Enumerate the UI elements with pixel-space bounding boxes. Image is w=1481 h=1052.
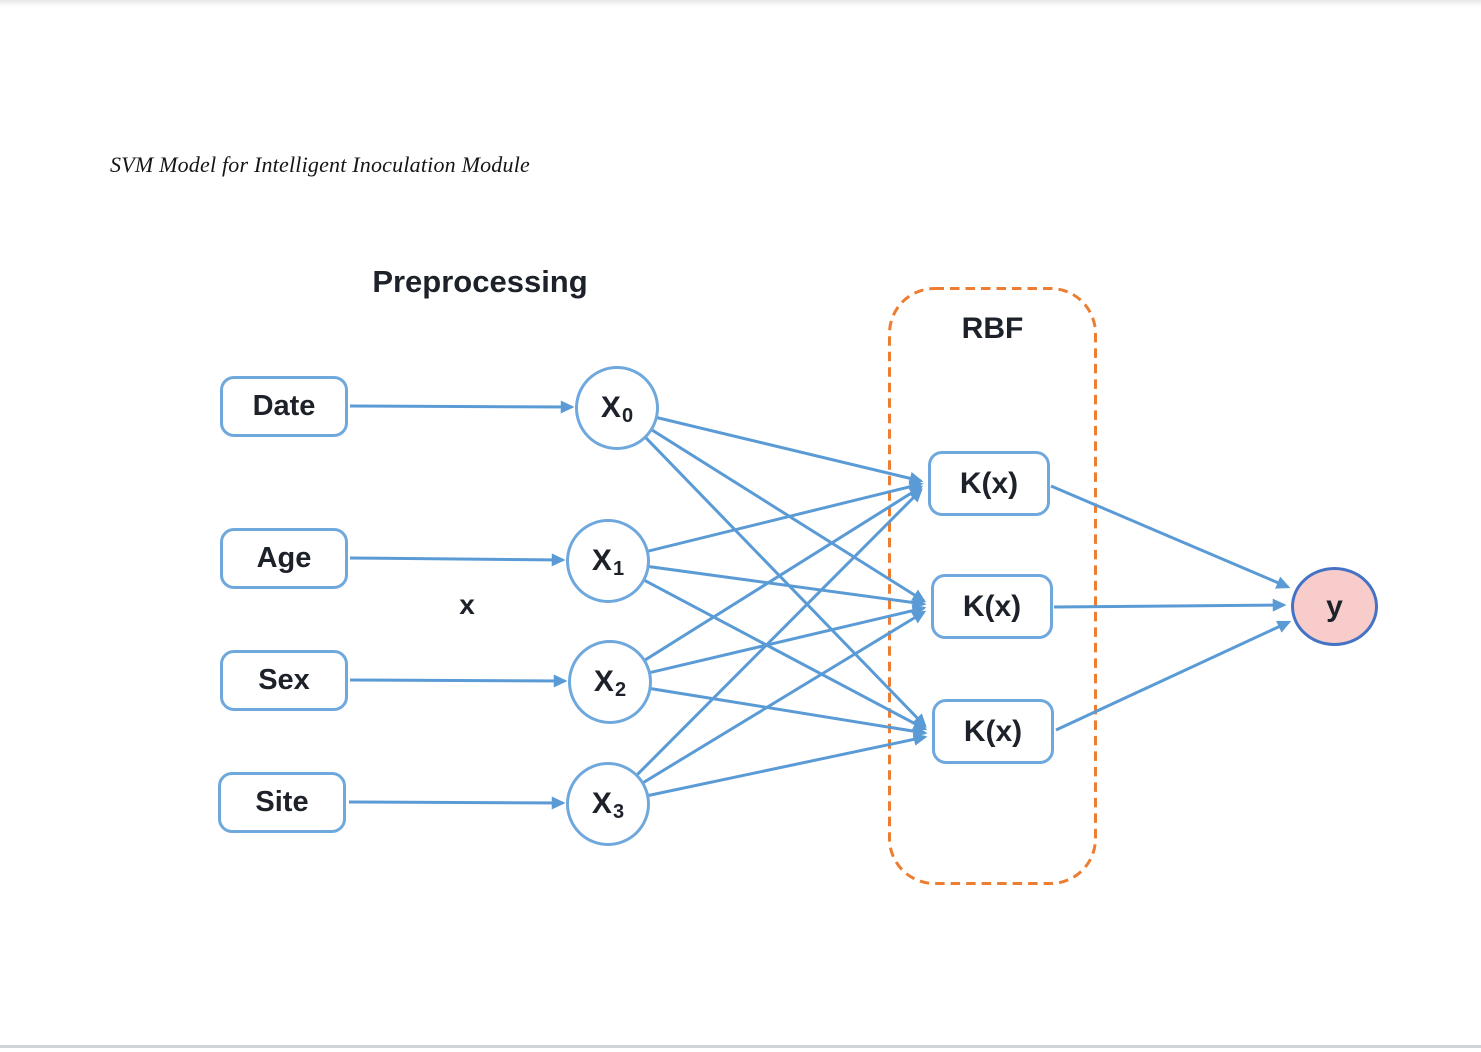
- edge-k0-y: [1050, 484, 1291, 589]
- feature-node-subscript: 3: [612, 800, 625, 823]
- input-node-date: Date: [220, 376, 348, 437]
- feature-node-label: X: [593, 665, 614, 698]
- feature-node-subscript: 0: [621, 404, 634, 427]
- window-bottom-edge: [0, 1045, 1481, 1048]
- edge-site-x3: [348, 796, 566, 810]
- preprocessing-label: Preprocessing: [372, 264, 588, 299]
- edge-sex-x2: [349, 674, 568, 688]
- kernel-node-1: K(x): [928, 451, 1050, 516]
- edge-k1-y: [1053, 598, 1287, 612]
- input-node-site: Site: [218, 772, 346, 833]
- edge-x2-k0: [609, 485, 924, 684]
- edge-x3-k2: [607, 732, 928, 806]
- edge-x0-k2: [615, 406, 927, 728]
- kernel-node-3: K(x): [932, 699, 1054, 764]
- feature-node-label: X: [591, 544, 612, 577]
- feature-node-subscript: 1: [612, 557, 625, 580]
- edge-x1-k1: [607, 559, 927, 609]
- edge-x1-k0: [607, 480, 924, 563]
- edge-x0-k1: [616, 406, 927, 603]
- output-node: y: [1291, 567, 1378, 646]
- edge-date-x0: [349, 400, 575, 414]
- input-node-sex: Sex: [220, 650, 348, 711]
- edge-x0-k0: [616, 406, 924, 485]
- edge-x2-k2: [609, 680, 928, 738]
- input-node-age: Age: [220, 528, 348, 589]
- edge-k2-y: [1055, 620, 1292, 732]
- input-vector-label: x: [459, 589, 475, 620]
- kernel-node-2: K(x): [931, 574, 1053, 639]
- feature-node-label: X: [600, 391, 621, 424]
- window-top-edge: [0, 0, 1481, 6]
- rbf-label: RBF: [961, 312, 1024, 345]
- rbf-dashed-border: [888, 287, 1097, 885]
- feature-node-subscript: 2: [614, 678, 627, 701]
- edge-age-x1: [349, 553, 566, 567]
- figure-title: SVM Model for Intelligent Inoculation Mo…: [110, 152, 530, 177]
- edge-x1-k2: [607, 559, 928, 731]
- feature-node-label: X: [591, 787, 612, 820]
